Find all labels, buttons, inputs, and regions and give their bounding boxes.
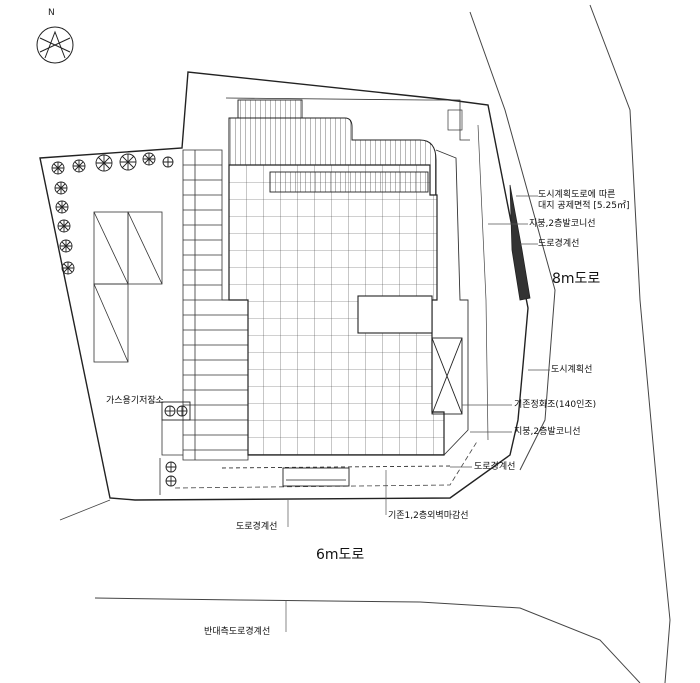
septic-tank <box>431 337 463 415</box>
label-existing-wall: 기존1,2층외벽마감선 <box>388 511 469 521</box>
tree-icon <box>54 181 68 195</box>
trees <box>51 152 177 487</box>
core-block <box>357 295 433 334</box>
road-label-south: 6m도로 <box>316 547 365 563</box>
dim-box <box>447 109 463 131</box>
east-road-edge-left <box>469 11 556 471</box>
label-existing-septic: 기존정화조(140인조) <box>514 400 597 410</box>
balcony-line-right-2 <box>477 124 489 441</box>
label-opposite-road-boundary: 반대측도로경계선 <box>204 627 271 637</box>
roof-hatch <box>228 117 437 196</box>
tree-icon <box>57 219 71 233</box>
left-ramp <box>182 149 249 461</box>
label-road-boundary-southeast: 도로경계선 <box>474 462 516 472</box>
deduction-strip <box>509 184 531 301</box>
tree-icon <box>142 152 156 166</box>
roof-outline <box>225 97 470 141</box>
balcony-line-right <box>435 149 469 456</box>
leader-lines <box>150 195 550 632</box>
balcony-strip <box>269 171 429 193</box>
parking-area <box>93 211 163 363</box>
east-road-edge-right <box>589 4 671 683</box>
label-deduction-2: 대지 공제면적 [5.25㎡] <box>538 201 630 211</box>
tree-icon <box>55 200 69 214</box>
label-roof-balcony-lower: 지붕,2층발코니선 <box>514 427 581 437</box>
tree-icon <box>119 153 137 171</box>
tree-icon <box>165 475 177 487</box>
site-boundary <box>39 71 529 501</box>
gas-storage-symbol <box>161 401 191 421</box>
north-arrow-icon <box>36 26 74 64</box>
label-deduction-1: 도시계획도로에 따른 <box>538 190 616 200</box>
road-boundary-dashed <box>174 439 479 489</box>
north-label: N <box>48 8 55 18</box>
tree-icon <box>51 161 65 175</box>
tree-icon <box>165 461 177 473</box>
entrance <box>282 467 350 487</box>
label-road-boundary-south: 도로경계선 <box>236 522 278 532</box>
tree-icon <box>162 156 174 168</box>
tree-icon <box>61 261 75 275</box>
tree-icon <box>59 239 73 253</box>
south-road-edge <box>94 597 641 683</box>
label-roof-balcony-upper: 지붕,2층발코니선 <box>529 219 596 229</box>
tree-icon <box>72 159 86 173</box>
road-label-east: 8m도로 <box>552 271 601 287</box>
fence-left <box>159 420 183 495</box>
existing-wall-dashed <box>221 465 451 469</box>
south-road-edge-left <box>59 499 111 521</box>
label-gas-storage: 가스용기저장소 <box>106 396 164 406</box>
stair-block <box>237 99 303 119</box>
label-urban-plan-line: 도시계획선 <box>551 365 593 375</box>
label-road-boundary-east: 도로경계선 <box>538 239 580 249</box>
tree-icon <box>95 154 113 172</box>
